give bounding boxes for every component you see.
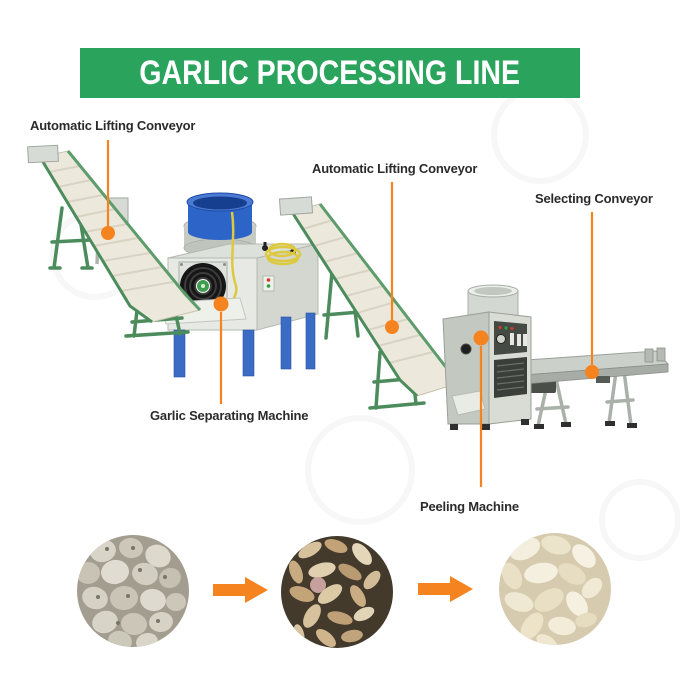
right-arrow-icon-1 <box>213 577 268 603</box>
label-selecting-conveyor: Selecting Conveyor <box>535 191 653 206</box>
callout-dot-lifting-left <box>101 226 115 240</box>
automatic-lifting-conveyor-left-illustration <box>27 144 202 338</box>
callout-dot-separating <box>213 296 229 312</box>
label-peeling-machine: Peeling Machine <box>420 499 519 514</box>
callout-dot-peeling <box>473 330 489 346</box>
callout-dot-selecting <box>585 365 599 379</box>
peeling-machine-illustration <box>442 284 532 430</box>
page-title: GARLIC PROCESSING LINE <box>139 53 521 92</box>
label-automatic-lifting-conveyor-left: Automatic Lifting Conveyor <box>30 118 196 133</box>
label-garlic-separating-machine: Garlic Separating Machine <box>150 408 309 423</box>
garlic-separating-machine-illustration <box>159 192 319 378</box>
stage-separated-garlic-cloves <box>281 536 393 648</box>
stage-peeled-garlic-cloves <box>499 533 611 645</box>
label-automatic-lifting-conveyor-right: Automatic Lifting Conveyor <box>312 161 478 176</box>
stage-whole-garlic-bulbs <box>77 535 189 647</box>
callouts <box>106 140 594 487</box>
title-banner: GARLIC PROCESSING LINE <box>80 48 580 98</box>
callout-dot-lifting-right <box>385 320 399 334</box>
right-arrow-icon-2 <box>418 576 473 602</box>
